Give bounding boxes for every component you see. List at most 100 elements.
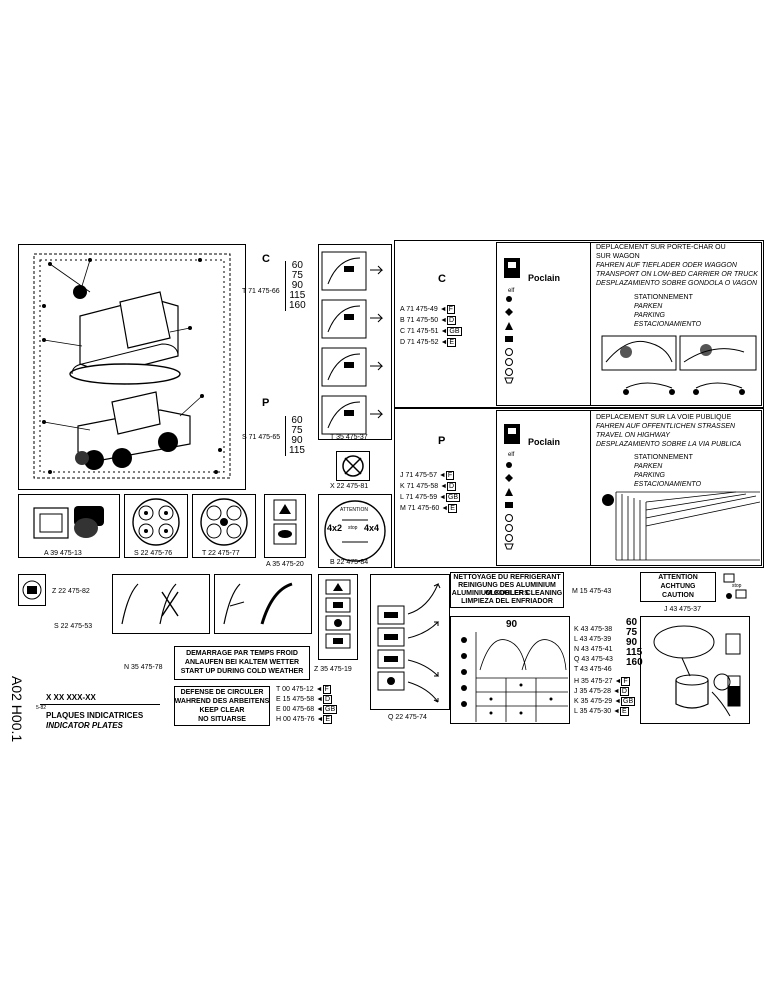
x22-part: X 22 475-81 — [330, 483, 369, 490]
a39-icon — [33, 506, 104, 539]
c-value: 160 — [289, 300, 306, 311]
p-letter: P — [262, 397, 270, 409]
coldstart-line: DEMARRAGE PAR TEMPS FROID — [186, 650, 298, 657]
wagon-line: DEPLACEMENT SUR PORTE-CHAR OU — [596, 244, 726, 251]
c-value: 115 — [289, 290, 306, 301]
machine-diagram-frame — [18, 244, 246, 490]
c-value: 90 — [291, 280, 303, 291]
b22-part: B 22 475-84 — [330, 559, 369, 566]
a39-plate — [18, 494, 120, 558]
sheet-id: A02 H00.1 — [9, 676, 25, 743]
c-part: T 71 475-66 — [242, 288, 280, 295]
transport-p-part: K 71 475-58 ◄D — [400, 482, 457, 491]
attention-plate — [640, 572, 716, 602]
lang-part: K 35 475-29 ◄GB — [574, 697, 636, 706]
a39-part: A 39 475-13 — [44, 550, 82, 557]
lang-part: H 35 475-27 ◄F — [574, 677, 630, 686]
poclain-brand: Poclain — [528, 273, 561, 283]
attention-line: ATTENTION — [658, 574, 698, 581]
transport-p-part: J 71 475-57 ◄F — [400, 471, 455, 480]
transport-p-parts: J 71 475-57 ◄F K 71 475-58 ◄D L 71 475-5… — [400, 471, 461, 513]
oil-fill-plate — [640, 616, 750, 724]
machine-illustration — [33, 253, 231, 479]
cooler-line: NETTOYAGE DU REFRIGERANT — [453, 574, 561, 581]
s22-plate — [124, 494, 188, 558]
road-illustration — [602, 491, 760, 561]
attention-line: ACHTUNG — [660, 583, 696, 590]
poclain-logo-road — [504, 424, 520, 444]
keepclear-part: E 00 475-68 ◄GB — [276, 705, 338, 714]
s22-part: S 22 475-76 — [134, 550, 173, 557]
attention-line: CAUTION — [662, 592, 694, 599]
park-line: PARKING — [634, 312, 665, 319]
wagon-park: STATIONNEMENT PARKEN PARKING ESTACIONAMI… — [634, 294, 701, 328]
b22-attention: ATTENTION — [340, 507, 368, 513]
q22-icons — [377, 582, 441, 703]
road-line: DESPLAZAMIENTO SOBRE LA VIA PUBLICA — [596, 441, 742, 448]
transport-c-frame — [394, 240, 764, 408]
coldstart-part: N 35 475-78 — [124, 664, 163, 671]
grease-chart — [461, 632, 568, 722]
cooler-line: LIMPIEZA DEL ENFRIADOR — [461, 598, 553, 605]
t35-icons — [321, 251, 384, 435]
p-part: S 71 475-65 — [242, 434, 281, 441]
keepclear-line: WAHREND DES ARBEITENS — [174, 698, 270, 705]
q22-part: Q 22 475-74 — [388, 714, 427, 721]
p-value: 115 — [289, 445, 305, 456]
coldstart-icon — [223, 582, 293, 625]
b22-circle — [324, 500, 386, 562]
transport-p-part: M 71 475-60 ◄E — [400, 504, 457, 513]
lang-part: J 35 475-28 ◄D — [574, 687, 629, 696]
c-value: 60 — [291, 260, 303, 271]
wagon-line: SUR WAGON — [596, 253, 640, 260]
coldstart-text-plate — [174, 646, 310, 680]
poclain-logo — [504, 258, 520, 278]
coldstart-image-plate — [214, 574, 312, 634]
a35-part: A 35 475-20 — [266, 561, 304, 568]
z22-icon — [22, 580, 42, 600]
ref-code: X XX XXX-XX — [46, 693, 96, 702]
transport-c-part: C 71 475-51 ◄GB — [400, 327, 462, 336]
s2253-icon — [121, 583, 179, 625]
z35-part: Z 35 475-19 — [314, 666, 352, 673]
keepclear-parts: T 00 475-12 ◄F E 15 475-58 ◄D E 00 475-6… — [276, 685, 338, 724]
x22-plate — [336, 451, 370, 481]
s22-icon — [132, 498, 180, 546]
c-value: 75 — [291, 270, 303, 281]
keepclear-part: H 00 475-76 ◄E — [276, 715, 333, 724]
b22-stop: stop — [348, 525, 358, 531]
road-line: FAHREN AUF OFFENTLICHEN STRASSEN — [596, 423, 736, 430]
cooler-plate — [450, 572, 564, 608]
a35-plate — [264, 494, 306, 558]
p-value: 75 — [291, 425, 303, 436]
wagon-line: TRANSPORT ON LOW-BED CARRIER OR TRUCK — [596, 271, 758, 278]
cooler-part: M 15 475-43 — [572, 588, 612, 595]
q22-plate — [370, 574, 450, 710]
transport-c-part: A 71 475-49 ◄F — [400, 305, 455, 314]
sub-ref: 5-82 — [36, 705, 47, 711]
title-fr: PLAQUES INDICATRICES — [46, 711, 144, 720]
road-park-line: STATIONNEMENT — [634, 454, 693, 461]
coldstart-line: ANLAUFEN BEI KALTEM WETTER — [184, 659, 300, 666]
grease-chart-plate — [450, 616, 570, 724]
elf-brand: elf — [508, 288, 515, 294]
z22-plate — [18, 574, 46, 606]
t22-icon — [200, 498, 248, 546]
z35-plate — [318, 574, 358, 660]
transport-p-frame — [394, 408, 764, 568]
cooler-line: REINIGUNG DES ALUMINIUM OLKUHLERS — [458, 582, 556, 597]
transport-c-part: D 71 475-52 ◄E — [400, 338, 457, 347]
z22-part: Z 22 475-82 — [52, 588, 90, 595]
lang-part: L 35 475-30 ◄E — [574, 707, 629, 716]
transport-p-letter: P — [438, 435, 446, 447]
t35-plate — [318, 244, 392, 440]
coldstart-line: START UP DURING COLD WEATHER — [180, 668, 304, 675]
a35-icon — [273, 499, 297, 545]
p-value: 60 — [291, 415, 303, 426]
indicator-plates-sheet: A02 H00.1 C T 71 475-66 — [9, 236, 764, 742]
keepclear-part: E 15 475-58 ◄D — [276, 695, 333, 704]
attention-part: J 43 475-37 — [664, 606, 701, 613]
b22-4x4: 4x4 — [364, 523, 380, 533]
